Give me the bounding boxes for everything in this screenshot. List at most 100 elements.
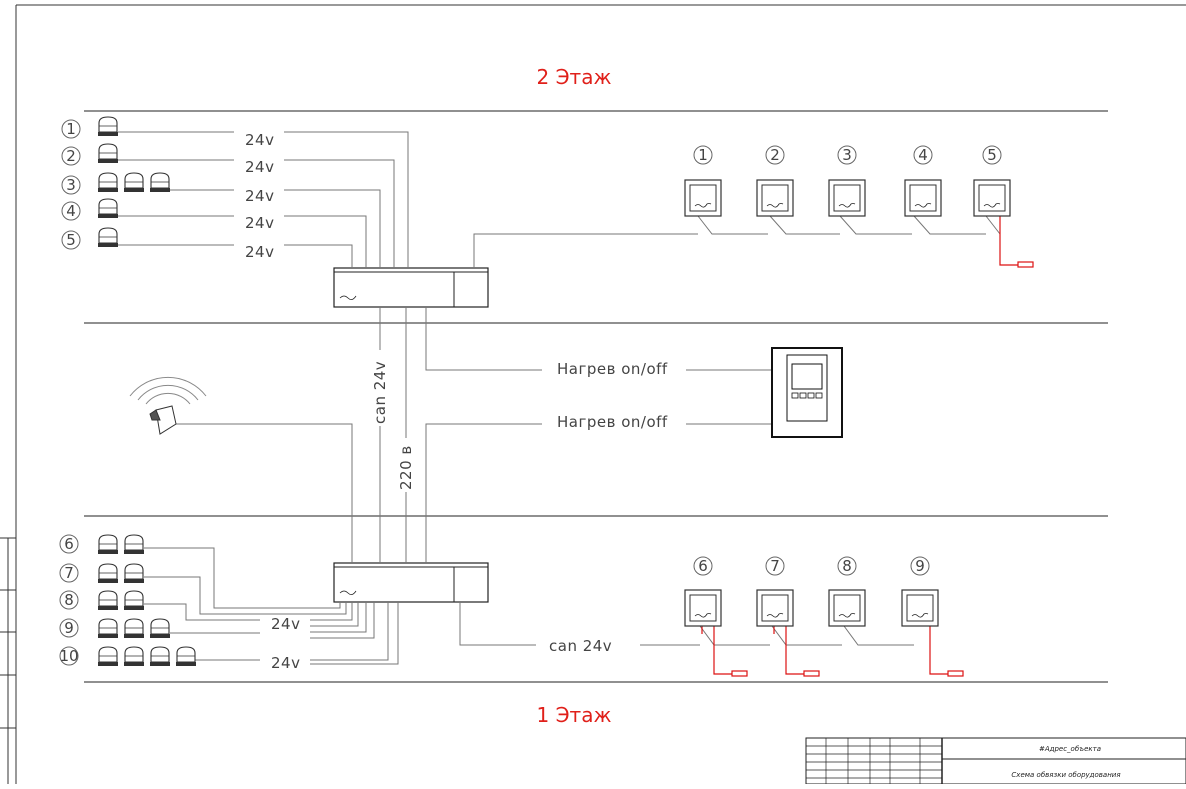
actuator-icon [98,646,118,666]
heating-signal-label-2: Нагрев on/off [557,413,668,431]
lower-thermostat-group: 6 7 8 9 [684,556,939,627]
actuator-icon [98,116,118,136]
actuator-icon [98,534,118,554]
actuator-icon [150,618,170,638]
thermostat-icon [904,179,942,217]
svg-text:8: 8 [64,591,74,609]
lower-can-bus-label: can 24v [549,637,612,655]
can-bus-label: can 24v [371,361,389,424]
inter-floor-links [168,307,772,563]
actuator-icon [176,646,196,666]
lower-thermostat-number-8: 8 [837,556,857,576]
upper-actuator-number-1: 1 [61,119,81,139]
upper-voltage-label-4: 24v [245,214,274,232]
lower-floor-sensors [701,626,964,677]
svg-text:8: 8 [842,557,852,575]
svg-text:3: 3 [842,146,852,164]
heating-signal-label-1: Нагрев on/off [557,360,668,378]
lower-actuator-number-9: 9 [59,618,79,638]
actuator-icon [150,172,170,192]
upper-actuator-number-5: 5 [61,230,81,250]
upper-actuator-wires [118,131,409,268]
lower-floor-title: 1 Этаж [537,703,612,727]
upper-thermostat-bus [473,215,1001,268]
svg-text:7: 7 [770,557,780,575]
actuator-icon [124,172,144,192]
svg-text:5: 5 [66,231,76,249]
lower-voltage-label-2: 24v [271,654,300,672]
stamp-address: #Адрес_объекта [1039,745,1101,753]
upper-thermostat-number-5: 5 [982,145,1002,165]
lower-actuator-group: 6 7 8 9 10 [59,534,196,666]
actuator-icon [98,590,118,610]
svg-text:3: 3 [66,176,76,194]
svg-text:1: 1 [698,146,708,164]
upper-thermostat-number-1: 1 [693,145,713,165]
svg-text:10: 10 [59,647,78,665]
upper-voltage-label-3: 24v [245,187,274,205]
lower-thermostat-number-7: 7 [765,556,785,576]
floor-separators [84,110,1108,683]
actuator-icon [98,143,118,163]
upper-thermostat-number-4: 4 [913,145,933,165]
actuator-icon [124,563,144,583]
upper-actuator-number-3: 3 [61,175,81,195]
thermostat-icon [756,589,794,627]
actuator-icon [98,198,118,218]
svg-text:2: 2 [66,147,76,165]
lower-controller [333,562,489,603]
heat-source-panel [771,347,843,438]
svg-text:9: 9 [915,557,925,575]
thermostat-icon [756,179,794,217]
actuator-icon [98,227,118,247]
actuator-icon [124,534,144,554]
upper-voltage-label-1: 24v [245,131,274,149]
actuator-icon [124,618,144,638]
svg-text:5: 5 [987,146,997,164]
upper-floor-title: 2 Этаж [537,65,612,89]
svg-text:6: 6 [698,557,708,575]
upper-thermostat-number-2: 2 [765,145,785,165]
svg-text:4: 4 [66,202,76,220]
lower-thermostat-number-9: 9 [910,556,930,576]
upper-thermostat-group: 1 2 3 4 5 [684,145,1011,217]
thermostat-icon [684,179,722,217]
lower-actuator-number-6: 6 [59,534,79,554]
upper-thermostat-number-3: 3 [837,145,857,165]
thermostat-icon [973,179,1011,217]
upper-controller [333,267,489,308]
lower-actuator-number-8: 8 [59,590,79,610]
upper-actuator-group: 1 24v 2 24v 3 24v 4 24v 5 24v [61,116,274,261]
actuator-icon [124,590,144,610]
svg-text:4: 4 [918,146,928,164]
actuator-icon [98,618,118,638]
svg-text:2: 2 [770,146,780,164]
title-block [805,737,1186,785]
drawing-frame [0,4,1186,784]
svg-text:6: 6 [64,535,74,553]
wireless-module-icon [129,376,207,435]
power-supply-label: 220 в [397,445,415,490]
lower-actuator-wires [144,547,399,665]
upper-floor-sensor [999,216,1034,268]
actuator-icon [124,646,144,666]
thermostat-icon [901,589,939,627]
lower-actuator-number-7: 7 [59,563,79,583]
upper-voltage-label-5: 24v [245,243,274,261]
lower-thermostat-number-6: 6 [693,556,713,576]
actuator-icon [98,172,118,192]
upper-actuator-number-4: 4 [61,201,81,221]
upper-voltage-label-2: 24v [245,158,274,176]
thermostat-icon [828,179,866,217]
svg-text:1: 1 [66,120,76,138]
actuator-icon [98,563,118,583]
thermostat-icon [684,589,722,627]
actuator-icon [150,646,170,666]
lower-actuator-number-10: 10 [59,646,79,666]
svg-text:9: 9 [64,619,74,637]
stamp-subtitle: Схема обвязки оборудования [1011,771,1120,779]
upper-actuator-number-2: 2 [61,146,81,166]
lower-voltage-label-1: 24v [271,615,300,633]
